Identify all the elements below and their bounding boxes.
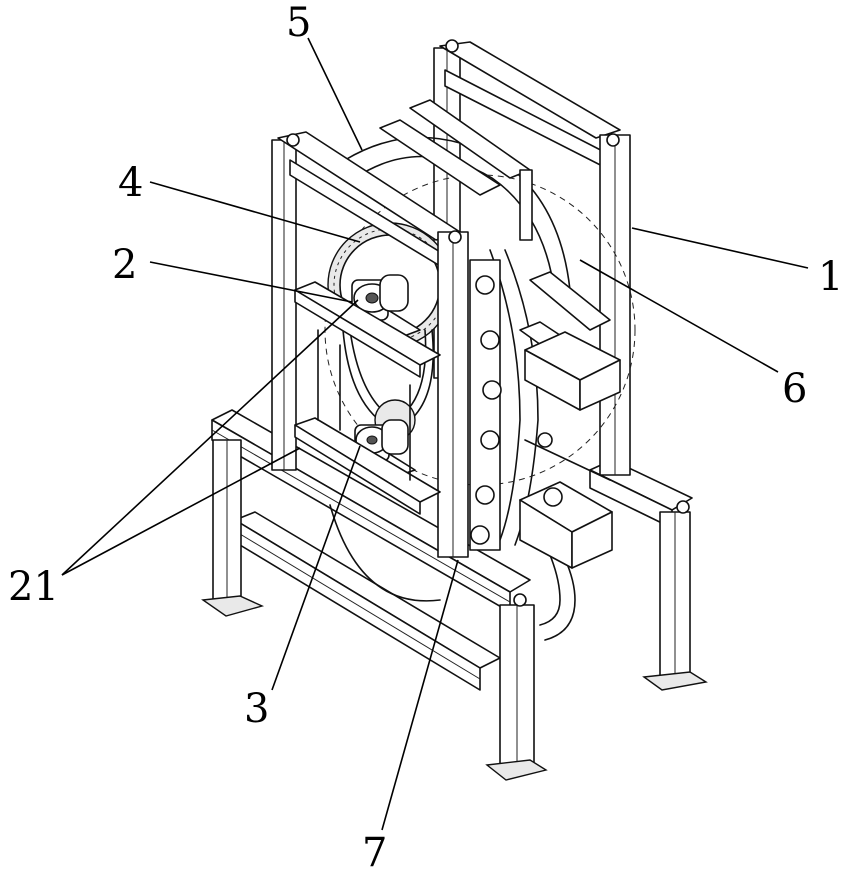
roller-column [470, 260, 501, 550]
label-7: 7 [362, 830, 387, 873]
label-4: 4 [118, 160, 143, 206]
label-21: 21 [8, 564, 59, 610]
leader-1 [632, 228, 808, 268]
reference-numerals: 5 4 2 1 6 21 3 7 [8, 0, 843, 873]
label-6: 6 [782, 366, 807, 412]
label-1: 1 [818, 254, 843, 300]
label-5: 5 [286, 0, 311, 46]
leader-5 [308, 38, 362, 150]
leader-2 [150, 262, 352, 302]
label-3: 3 [244, 686, 269, 732]
label-2: 2 [112, 242, 137, 288]
